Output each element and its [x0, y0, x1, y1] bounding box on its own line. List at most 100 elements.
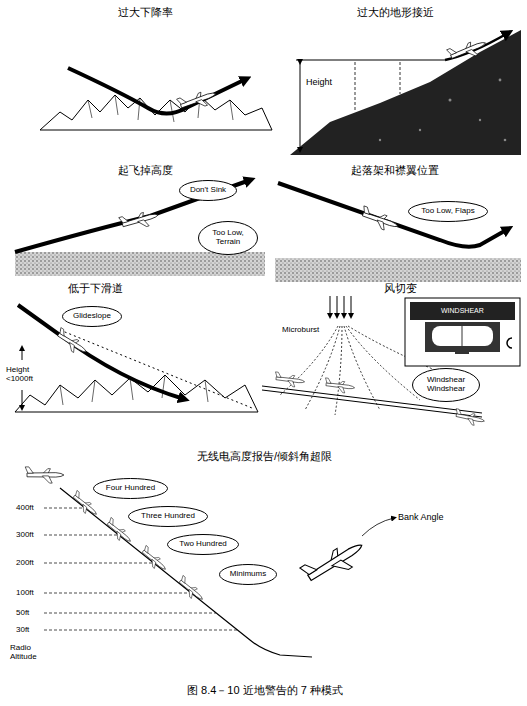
- drawing-part: [18, 305, 184, 399]
- callout-text: Four Hundred: [106, 484, 155, 493]
- altitude-label: 100ft: [16, 588, 34, 597]
- bubble-ellipse: [199, 222, 258, 255]
- windshear-panel: [262, 296, 520, 427]
- annotation-label: Height <1000ft: [6, 365, 48, 383]
- drawing-part: [275, 258, 521, 282]
- panel-title: 起飞掉高度: [118, 164, 173, 177]
- drawing-part: [177, 86, 219, 114]
- glideslope-panel: [15, 305, 258, 412]
- drawing-part: [60, 330, 252, 408]
- drawing-part: [44, 613, 216, 614]
- bubble-ellipse: [413, 369, 480, 402]
- speech-bubble: Don't Sink: [179, 180, 237, 201]
- drawing-part: [25, 467, 64, 483]
- drawing-part: [44, 508, 85, 509]
- drawing-part: [290, 30, 521, 155]
- callout-text: Windshear Windshear: [424, 376, 468, 394]
- speech-bubble: Glideslope: [62, 306, 122, 327]
- drawing-part: [479, 119, 481, 121]
- drawing-part: [88, 95, 233, 122]
- drawing-part: [69, 490, 100, 519]
- drawing-part: [379, 139, 381, 141]
- drawing-part: [324, 378, 355, 394]
- drawing-part: [400, 62, 401, 94]
- terrain-closure-panel: [290, 30, 521, 155]
- drawing-part: [337, 296, 338, 316]
- panel-title: 起落架和襟翼位置: [351, 164, 439, 177]
- figure-caption: 图 8.4－10 近地警告的 7 种模式: [187, 684, 343, 697]
- panel-title: 过大下降率: [118, 6, 173, 19]
- takeoff-sink-panel: [15, 180, 265, 276]
- altitude-label: 200ft: [16, 558, 34, 567]
- callout-text: Too Low, Flaps: [421, 207, 474, 216]
- bubble-ellipse: [129, 507, 208, 527]
- panel-title: 过大的地形接近: [357, 6, 434, 19]
- drawing-part: [119, 207, 161, 233]
- callout-text: Glideslope: [73, 312, 111, 321]
- annotation-label: Height: [306, 77, 332, 87]
- drawing-part: [274, 372, 305, 388]
- drawing-part: [300, 534, 369, 591]
- drawing-part: [15, 252, 265, 276]
- panel-title: 低于下滑道: [68, 282, 123, 295]
- drawing-part: [175, 575, 206, 604]
- bubble-ellipse: [180, 181, 237, 201]
- callout-text: Minimums: [230, 570, 266, 579]
- drawing-part: [296, 59, 445, 60]
- drawing-part: [60, 488, 312, 657]
- speech-bubble: Too Low, Terrain: [198, 221, 258, 255]
- drawing-part: [44, 508, 237, 630]
- drawing-part: [454, 409, 486, 428]
- drawing-part: [68, 68, 246, 114]
- drawing-part: [22, 390, 23, 408]
- callout-text: Three Hundred: [141, 512, 195, 521]
- drawing-part: [419, 129, 421, 131]
- altitude-label: 30ft: [16, 625, 29, 634]
- drawing-part: [22, 348, 23, 360]
- annotation-label: Microburst: [282, 325, 319, 334]
- sink-rate-panel: [40, 68, 272, 130]
- speech-bubble: Windshear Windshear: [412, 368, 480, 402]
- drawing-part: [447, 35, 489, 65]
- callout-text: Two Hundred: [179, 540, 227, 549]
- altitude-label: Radio Altitude: [10, 643, 50, 661]
- drawing-part: [455, 346, 469, 354]
- drawing-part: [351, 296, 352, 316]
- annotation-label: WINDSHEAR: [441, 307, 484, 315]
- drawing-part: [330, 296, 351, 316]
- speech-bubble: Too Low, Flaps: [408, 201, 488, 222]
- speech-bubble: Minimums: [219, 564, 277, 585]
- bubble-ellipse: [409, 202, 488, 222]
- drawing-part: [507, 338, 512, 348]
- drawing-part: [53, 328, 90, 358]
- drawing-part: [344, 296, 345, 316]
- drawing-part: [103, 517, 134, 546]
- altitude-label: 50ft: [16, 608, 29, 617]
- drawing-part: [355, 62, 356, 112]
- drawing-part: [44, 563, 154, 564]
- drawing-part: [405, 298, 520, 366]
- drawing-part: [362, 518, 394, 536]
- bubble-ellipse: [168, 535, 239, 555]
- drawing-part: [44, 593, 191, 594]
- drawing-part: [300, 62, 301, 150]
- callout-text: Don't Sink: [190, 186, 226, 195]
- radio-altitude-panel: [25, 467, 394, 657]
- altitude-label: 300ft: [16, 530, 34, 539]
- drawing-part: [462, 326, 463, 346]
- drawing-part: [432, 326, 493, 346]
- drawing-part: [504, 139, 507, 142]
- drawing-part: [44, 630, 237, 631]
- bubble-ellipse: [63, 307, 122, 327]
- drawing-part: [499, 79, 502, 82]
- altitude-label: 400ft: [16, 503, 34, 512]
- drawing-part: [330, 296, 331, 316]
- bubble-ellipse: [94, 479, 168, 499]
- bubble-ellipse: [220, 565, 277, 585]
- drawing-part: [449, 99, 452, 102]
- drawing-part: [359, 206, 401, 234]
- gear-flap-panel: [275, 183, 521, 282]
- annotation-label: Bank Angle: [398, 512, 444, 522]
- speech-bubble: Two Hundred: [167, 534, 239, 555]
